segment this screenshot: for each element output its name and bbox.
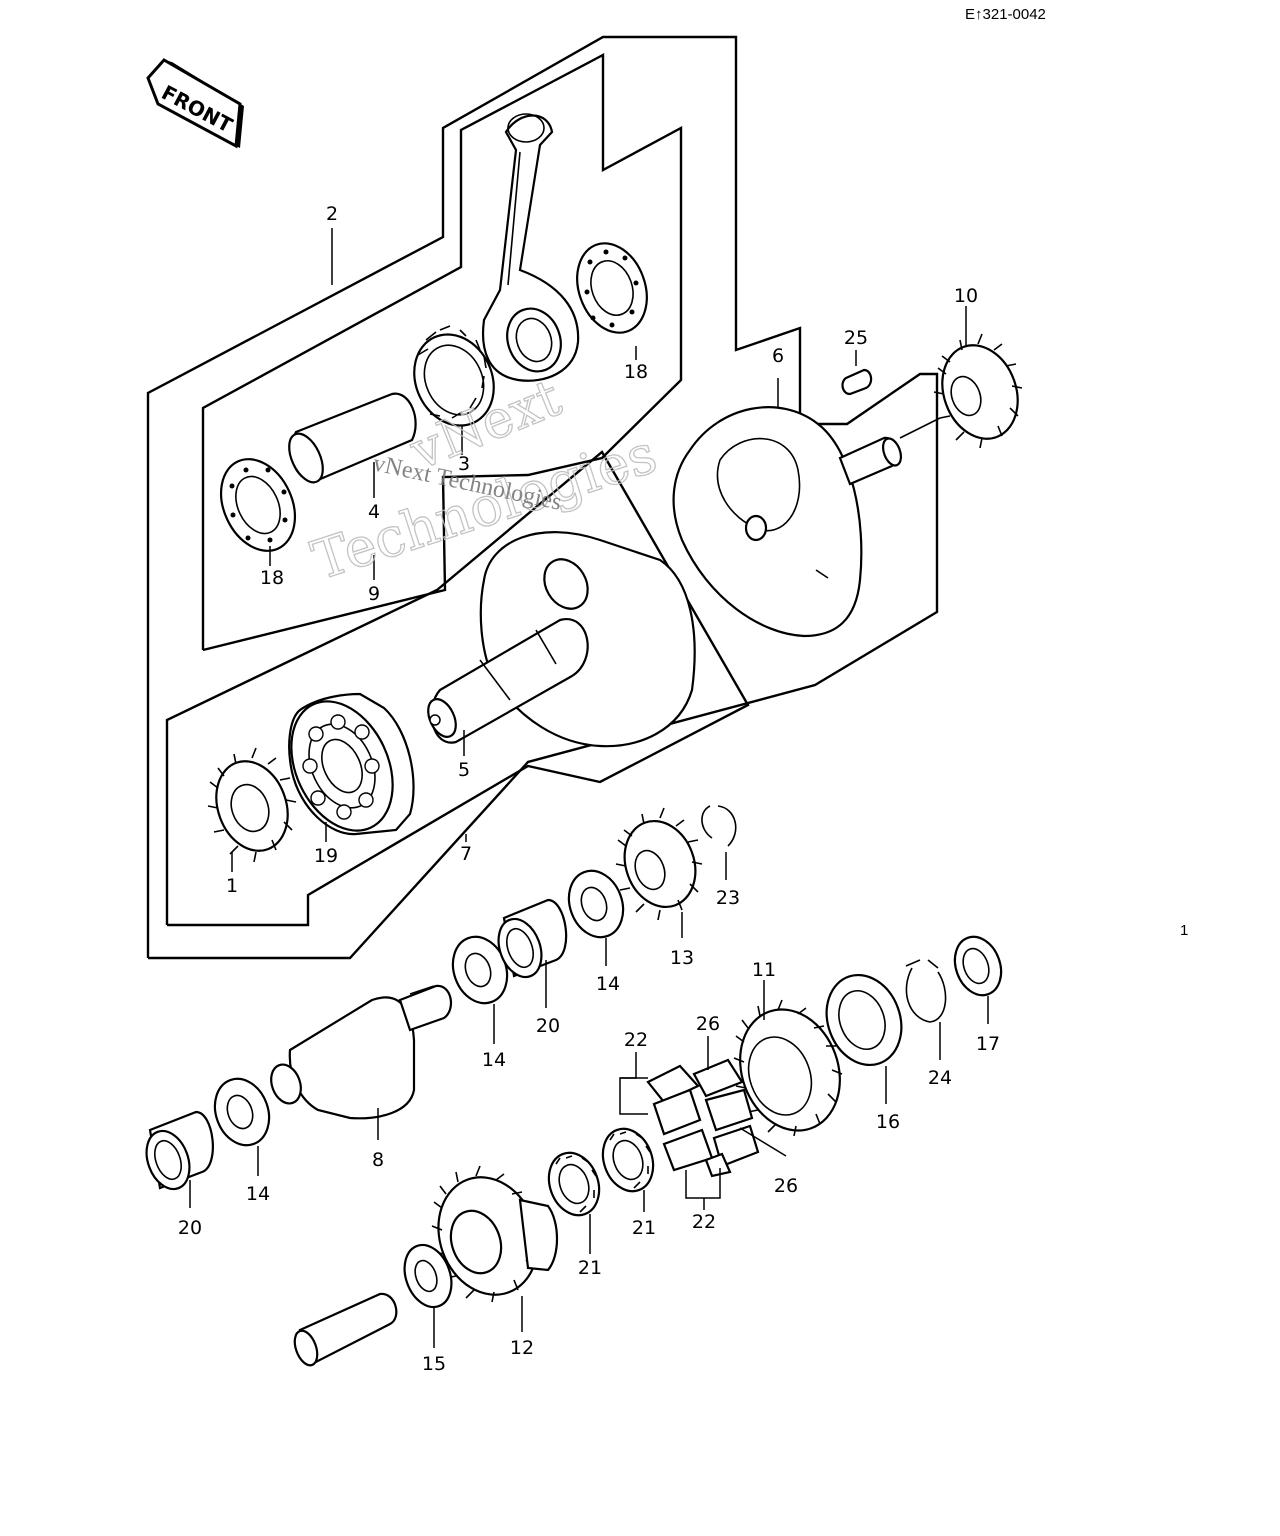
ref-12: 12 — [510, 1337, 534, 1359]
assembly-outline-3 — [201, 53, 683, 652]
part-19-ball-bearing — [288, 692, 415, 836]
ref-13: 13 — [670, 947, 694, 969]
part-18-washer-upper — [576, 242, 648, 334]
ref-16: 16 — [876, 1111, 900, 1133]
part-1-gear — [207, 747, 297, 863]
part-11-gear — [733, 999, 843, 1137]
ref-24: 24 — [928, 1067, 952, 1089]
part-pin — [293, 1292, 398, 1367]
ref-26-lower: 26 — [774, 1175, 798, 1197]
part-14-washer-b — [451, 935, 509, 1005]
part-14-washer-a — [567, 869, 625, 939]
ref-20-upper: 20 — [536, 1015, 560, 1037]
ref-10: 10 — [954, 285, 978, 307]
part-5-crank-half-left — [427, 531, 696, 748]
ref-14-c: 14 — [246, 1183, 270, 1205]
ref-15: 15 — [422, 1353, 446, 1375]
part-18-washer-lower — [220, 458, 296, 552]
ref-25: 25 — [844, 327, 868, 349]
part-12-gear — [431, 1165, 558, 1303]
part-20-needle-bearing-lower — [145, 1110, 214, 1191]
part-21-needle-bearing-a — [601, 1127, 655, 1193]
part-22-26-damper-set — [646, 1058, 760, 1178]
part-14-washer-c — [213, 1077, 271, 1147]
ref-5: 5 — [458, 759, 470, 781]
ref-11: 11 — [752, 959, 776, 981]
part-10-gear — [933, 333, 1023, 449]
front-arrow-icon: FRONT — [146, 58, 244, 149]
ref-14-b: 14 — [482, 1049, 506, 1071]
ref-8: 8 — [372, 1149, 384, 1171]
ref-19: 19 — [314, 845, 338, 867]
ref-7: 7 — [460, 843, 472, 865]
ref-6: 6 — [772, 345, 784, 367]
part-8-shaft — [270, 984, 453, 1120]
part-6-crank-half-right — [672, 406, 941, 638]
ref-23: 23 — [716, 887, 740, 909]
part-13-gear — [615, 807, 703, 921]
part-17-washer — [953, 935, 1003, 997]
part-24-circlip — [905, 959, 947, 1023]
part-21-needle-bearing-b — [547, 1151, 601, 1217]
ref-3: 3 — [458, 453, 470, 475]
part-23-circlip — [701, 805, 737, 847]
leader-lines — [189, 228, 989, 1348]
ref-20-lower: 20 — [178, 1217, 202, 1239]
ref-2: 2 — [326, 203, 338, 225]
part-16-washer — [825, 973, 903, 1067]
diagram-code: E↑321-0042 — [965, 6, 1046, 23]
part-15-washer — [403, 1243, 453, 1309]
part-needle-bearing-upper — [413, 325, 495, 427]
part-3-connecting-rod — [482, 113, 580, 382]
ref-22-upper: 22 — [624, 1029, 648, 1051]
ref-1: 1 — [226, 875, 238, 897]
ref-18-upper: 18 — [624, 361, 648, 383]
page-mark: 1 — [1180, 922, 1188, 939]
part-25-key — [841, 368, 873, 396]
ref-14-a: 14 — [596, 973, 620, 995]
ref-18-lower: 18 — [260, 567, 284, 589]
ref-17: 17 — [976, 1033, 1000, 1055]
ref-26-upper: 26 — [696, 1013, 720, 1035]
ref-4: 4 — [368, 501, 380, 523]
assembly-outline-7 — [165, 450, 750, 927]
ref-21-b: 21 — [578, 1257, 602, 1279]
ref-21-a: 21 — [632, 1217, 656, 1239]
ref-9: 9 — [368, 583, 380, 605]
ref-22-lower: 22 — [692, 1211, 716, 1233]
part-4-crank-pin — [288, 392, 417, 484]
part-20-needle-bearing-upper — [497, 898, 568, 979]
